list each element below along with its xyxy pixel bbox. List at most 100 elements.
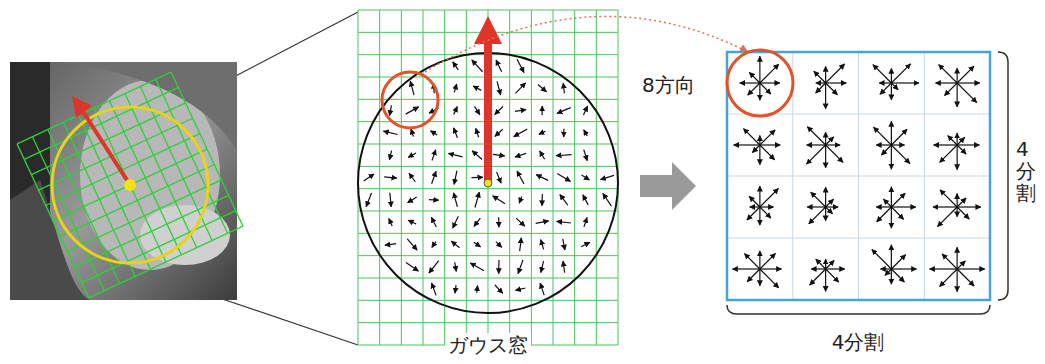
- gradient-arrow: [581, 242, 590, 246]
- gradient-arrow: [514, 129, 527, 137]
- histogram-arrow: [957, 206, 981, 207]
- bracket: [998, 52, 1008, 300]
- histogram-arrow: [891, 187, 892, 207]
- histogram-arrow: [939, 65, 957, 83]
- histogram-arrow: [752, 145, 760, 153]
- histogram-arrow: [807, 144, 826, 145]
- gradient-arrow: [496, 242, 502, 248]
- photo-hat: [60, 62, 237, 150]
- gradient-arrow: [410, 81, 414, 95]
- histogram-arrow: [814, 71, 826, 83]
- histogram-arrow: [933, 206, 957, 207]
- gradient-arrow: [498, 260, 500, 274]
- gradient-arrow: [541, 194, 543, 206]
- histogram-arrow: [825, 187, 826, 207]
- histogram-arrow: [810, 269, 826, 285]
- histogram-arrow: [880, 83, 891, 94]
- histogram-arrow: [891, 206, 915, 207]
- gradient-arrow: [390, 105, 392, 115]
- gradient-arrow: [475, 192, 479, 207]
- gradient-arrow: [454, 171, 457, 185]
- gradient-arrow: [408, 153, 416, 157]
- gradient-arrow: [454, 128, 458, 138]
- histogram-arrow: [759, 186, 760, 207]
- histogram-arrow: [873, 65, 891, 83]
- histogram-arrow: [934, 144, 958, 145]
- histogram-arrow: [957, 194, 958, 207]
- histogram-arrow: [760, 253, 776, 269]
- division-label: 4分割: [832, 330, 885, 354]
- gradient-arrow: [517, 171, 524, 184]
- orientation-arrow: [82, 110, 130, 185]
- histogram-arrow: [759, 269, 760, 286]
- histogram-arrow: [891, 64, 910, 83]
- gradient-arrow: [516, 218, 525, 226]
- histogram-arrow: [826, 145, 843, 162]
- histogram-arrow: [891, 144, 904, 145]
- histogram-arrow: [891, 245, 892, 269]
- gradient-arrow: [454, 84, 456, 92]
- histogram-arrow: [826, 64, 845, 83]
- histogram-arrow: [734, 144, 760, 145]
- histogram-arrow: [935, 82, 957, 83]
- histogram-arrow: [826, 144, 840, 145]
- gradient-arrow: [497, 81, 501, 95]
- histogram-arrow: [759, 56, 760, 83]
- grid-line: [358, 300, 618, 301]
- gradient-arrow: [541, 240, 544, 250]
- gradient-arrow: [538, 85, 547, 92]
- dotted-link: [425, 16, 748, 72]
- histogram-arrow: [957, 269, 974, 286]
- gradient-arrow: [584, 130, 588, 136]
- gradient-arrow: [515, 110, 526, 112]
- histogram-arrow: [957, 68, 958, 83]
- gradient-arrow: [451, 241, 459, 248]
- grid-line: [53, 149, 207, 221]
- gradient-arrow: [495, 129, 503, 136]
- histogram-arrow: [816, 82, 826, 83]
- gradient-arrow: [540, 283, 544, 295]
- histogram-arrow: [891, 268, 916, 269]
- histogram-arrow: [957, 261, 965, 269]
- grid-line: [156, 79, 228, 233]
- histogram-arrow: [891, 121, 892, 145]
- gradient-arrow: [454, 193, 458, 207]
- gradient-arrow: [519, 197, 521, 204]
- gradient-arrow: [472, 60, 483, 72]
- histogram-arrow: [760, 82, 780, 83]
- histogram-arrow: [759, 207, 760, 225]
- histogram-arrow: [760, 130, 775, 145]
- grid-line: [358, 278, 618, 279]
- histogram-arrow: [826, 207, 833, 214]
- gradient-arrow: [515, 153, 526, 157]
- grid-line: [67, 180, 221, 252]
- histogram-arrow: [957, 145, 958, 170]
- histogram-arrow: [891, 269, 904, 282]
- histogram-arrow: [883, 199, 891, 207]
- gradient-arrow: [408, 220, 416, 224]
- gradient-arrow: [470, 263, 484, 271]
- histogram-arrow: [940, 190, 957, 207]
- gradient-arrow: [473, 86, 481, 90]
- gradient-arrow: [455, 285, 456, 293]
- histogram-arrow: [957, 66, 974, 83]
- gradient-arrow: [406, 263, 418, 271]
- gradient-arrow: [536, 221, 549, 224]
- histogram-arrow: [732, 268, 759, 269]
- descriptor-frame: [727, 52, 990, 300]
- grid-line: [358, 322, 618, 323]
- histogram-arrow: [948, 136, 957, 145]
- histogram-arrow: [885, 269, 891, 275]
- gradient-arrow: [517, 59, 524, 72]
- grid-line: [358, 211, 618, 212]
- gradient-arrow: [431, 131, 438, 135]
- histogram-arrow: [825, 269, 826, 291]
- gradient-arrow: [408, 197, 417, 203]
- histogram-arrow: [957, 198, 966, 207]
- histogram-arrow: [937, 207, 957, 227]
- histogram-arrow: [744, 254, 759, 269]
- histogram-arrow: [891, 145, 892, 169]
- gradient-arrow: [476, 128, 479, 137]
- histogram-arrow: [749, 72, 760, 83]
- gradient-arrow: [472, 151, 482, 160]
